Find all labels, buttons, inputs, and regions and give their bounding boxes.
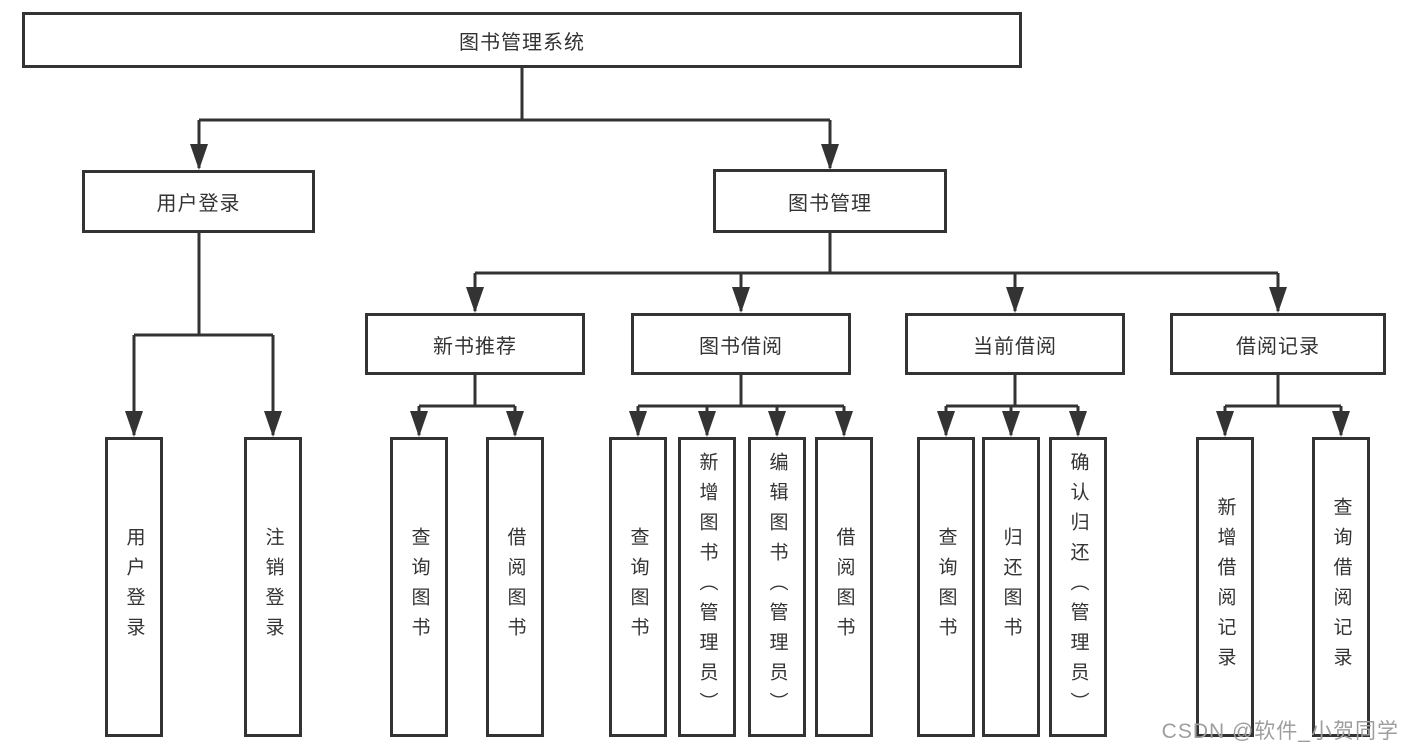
leaf-query-books-current: 查询图书	[917, 437, 975, 737]
node-label: 编辑图书（管理员）	[766, 452, 788, 722]
connector-book-management-branch	[473, 233, 1280, 311]
arrowhead-book-borrow	[732, 287, 750, 313]
node-label: 新增图书（管理员）	[696, 452, 718, 722]
leaf-logout: 注销登录	[244, 437, 302, 737]
node-label: 新增借阅记录	[1214, 497, 1236, 677]
connector-root-branch	[197, 68, 832, 168]
node-user-login: 用户登录	[82, 170, 315, 233]
leaf-query-books-borrow: 查询图书	[609, 437, 667, 737]
arrowhead-leaf-add-borrow-record	[1216, 411, 1234, 437]
connector-user-login-branch	[132, 233, 275, 435]
arrowhead-user-login	[190, 144, 208, 170]
leaf-borrow-books: 借阅图书	[815, 437, 873, 737]
arrowhead-leaf-query-borrow-record	[1332, 411, 1350, 437]
leaf-query-books-recommend: 查询图书	[390, 437, 448, 737]
connector-new-book-recommend-branch	[417, 375, 517, 435]
node-borrow-records: 借阅记录	[1170, 313, 1386, 375]
node-label: 图书管理系统	[459, 31, 585, 54]
csdn-watermark: CSDN @软件_小贺同学	[1161, 720, 1399, 743]
node-label: 查询图书	[408, 527, 430, 647]
leaf-query-borrow-record: 查询借阅记录	[1312, 437, 1370, 737]
arrowhead-leaf-confirm-return	[1069, 411, 1087, 437]
node-label: 注销登录	[262, 527, 284, 647]
arrowhead-leaf-query-books-3	[937, 411, 955, 437]
arrowhead-leaf-add-book	[698, 411, 716, 437]
leaf-borrow-books-recommend: 借阅图书	[486, 437, 544, 737]
node-label: 用户登录	[156, 193, 241, 215]
leaf-user-login: 用户登录	[105, 437, 163, 737]
node-label: 借阅图书	[504, 527, 526, 647]
node-root: 图书管理系统	[22, 12, 1022, 68]
node-label: 查询图书	[627, 527, 649, 647]
node-label: 确认归还（管理员）	[1067, 452, 1089, 722]
node-new-book-recommend: 新书推荐	[365, 313, 585, 375]
connector-borrow-records-branch	[1223, 375, 1343, 435]
node-current-borrow: 当前借阅	[905, 313, 1125, 375]
arrowhead-leaf-return-book	[1002, 411, 1020, 437]
node-label: 图书借阅	[699, 335, 783, 358]
node-label: 借阅记录	[1236, 335, 1320, 358]
node-label: 借阅图书	[833, 527, 855, 647]
arrowhead-leaf-query-books-1	[410, 411, 428, 437]
leaf-edit-book-admin: 编辑图书（管理员）	[748, 437, 806, 737]
node-label: 查询借阅记录	[1330, 497, 1352, 677]
arrowhead-book-management	[821, 144, 839, 170]
node-book-management: 图书管理	[713, 169, 947, 233]
node-label: 查询图书	[935, 527, 957, 647]
arrowhead-leaf-user-login	[125, 411, 143, 437]
leaf-return-book: 归还图书	[982, 437, 1040, 737]
arrowhead-leaf-borrow-books-1	[506, 411, 524, 437]
arrowhead-leaf-logout	[264, 411, 282, 437]
leaf-confirm-return-admin: 确认归还（管理员）	[1049, 437, 1107, 737]
node-label: 新书推荐	[433, 335, 517, 358]
leaf-add-borrow-record: 新增借阅记录	[1196, 437, 1254, 737]
arrowhead-current-borrow	[1006, 287, 1024, 313]
leaf-add-book-admin: 新增图书（管理员）	[678, 437, 736, 737]
node-label: 用户登录	[123, 527, 145, 647]
arrowhead-borrow-records	[1269, 287, 1287, 313]
node-label: 当前借阅	[973, 335, 1057, 358]
node-book-borrow: 图书借阅	[631, 313, 851, 375]
arrowhead-leaf-query-books-2	[629, 411, 647, 437]
node-label: 归还图书	[1000, 527, 1022, 647]
arrowhead-leaf-borrow-books-2	[835, 411, 853, 437]
arrowhead-new-book-recommend	[466, 287, 484, 313]
node-label: 图书管理	[788, 192, 872, 215]
connector-book-borrow-branch	[636, 375, 846, 435]
arrowhead-leaf-edit-book	[768, 411, 786, 437]
